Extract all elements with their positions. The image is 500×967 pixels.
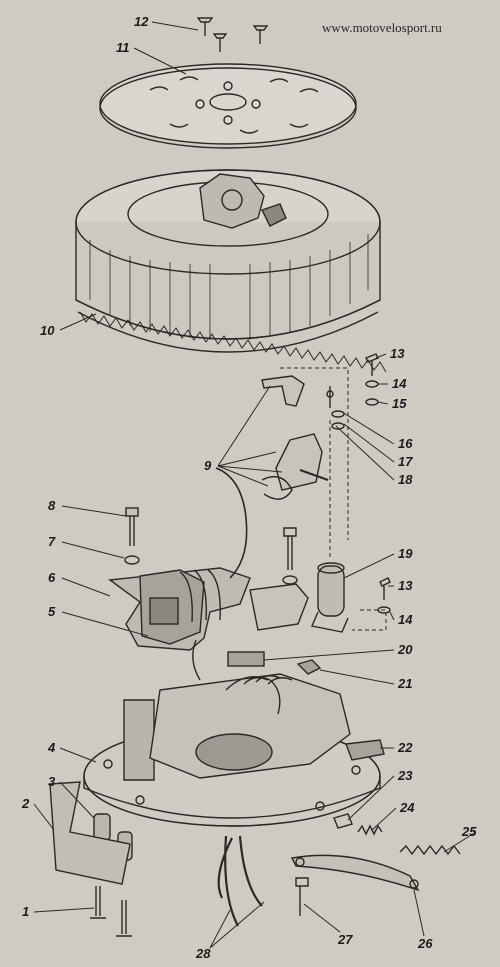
callout-14a: 14 xyxy=(392,376,407,391)
callout-13b: 13 xyxy=(398,578,413,593)
leader-lines xyxy=(33,21,477,949)
callout-19: 19 xyxy=(398,546,413,561)
callout-23: 23 xyxy=(397,768,413,783)
wires xyxy=(217,835,263,927)
small-nut xyxy=(296,659,322,675)
callout-2: 2 xyxy=(21,796,30,811)
callout-15: 15 xyxy=(392,396,407,411)
top-screws xyxy=(196,17,269,52)
callout-14b: 14 xyxy=(398,612,413,627)
screw-washer-left xyxy=(124,507,140,565)
ignition-coil xyxy=(108,467,309,681)
callout-27: 27 xyxy=(337,932,353,947)
screw-bottom xyxy=(295,877,309,916)
callout-5: 5 xyxy=(48,604,56,619)
cover-plate xyxy=(99,63,357,149)
callout-16: 16 xyxy=(398,436,413,451)
callout-24: 24 xyxy=(399,800,415,815)
callout-22: 22 xyxy=(397,740,413,755)
base-plate xyxy=(83,673,385,827)
callout-13a: 13 xyxy=(390,346,405,361)
bottom-screws xyxy=(90,886,132,937)
callout-9: 9 xyxy=(204,458,212,473)
contact-breaker xyxy=(261,375,345,500)
callout-25: 25 xyxy=(461,824,477,839)
callout-17: 17 xyxy=(398,454,413,469)
callout-8: 8 xyxy=(48,498,56,513)
callout-7: 7 xyxy=(48,534,56,549)
callout-3: 3 xyxy=(48,774,56,789)
callout-21: 21 xyxy=(397,676,412,691)
flywheel xyxy=(75,169,387,373)
callout-18: 18 xyxy=(398,472,413,487)
callout-26: 26 xyxy=(417,936,433,951)
callout-labels: 12 11 10 13 14 15 16 17 18 9 8 7 6 5 19 … xyxy=(21,14,477,961)
callout-6: 6 xyxy=(48,570,56,585)
bracket xyxy=(49,781,131,885)
advance-lever xyxy=(290,844,461,892)
callout-1: 1 xyxy=(22,904,29,919)
spring-screw xyxy=(333,813,353,829)
callout-28: 28 xyxy=(195,946,211,961)
felt-block xyxy=(227,651,265,667)
callout-10: 10 xyxy=(40,323,55,338)
callout-4: 4 xyxy=(47,740,56,755)
capacitor xyxy=(311,562,391,633)
callout-20: 20 xyxy=(397,642,413,657)
callout-12: 12 xyxy=(134,14,149,29)
callout-11: 11 xyxy=(116,40,130,55)
spring xyxy=(357,824,383,836)
drawing xyxy=(33,17,477,949)
watermark-url: www.motovelosport.ru xyxy=(322,20,442,35)
